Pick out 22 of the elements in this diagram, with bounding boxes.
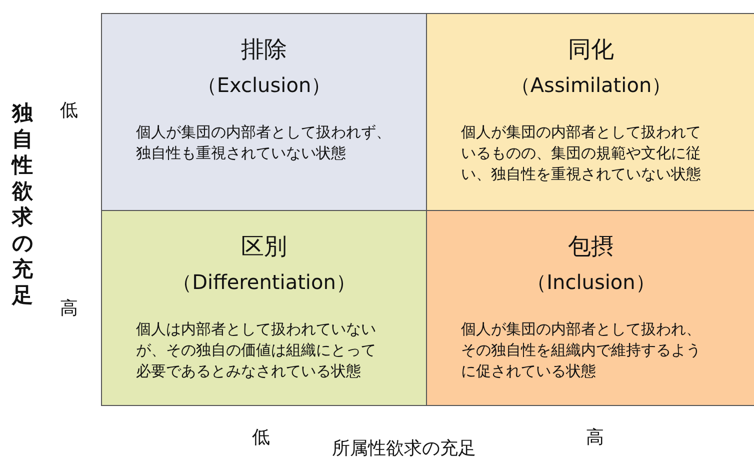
quadrant-subtitle: （Inclusion） [526,269,656,296]
quadrant-subtitle: （Assimilation） [510,72,672,99]
axis-tick-label: 低 [60,99,78,122]
quadrant-title: 排除 [241,36,287,65]
quadrant-description: 個人が集団の内部者として扱われ、その独自性を組織内で維持するように促されている状態 [461,319,702,382]
quadrant-description: 個人が集団の内部者として扱われず、独自性も重視されていない状態 [136,122,392,164]
quadrant-subtitle: （Differentiation） [172,269,356,296]
quadrant-box [426,13,754,211]
quadrant-title: 包摂 [568,233,614,262]
quadrant-box [426,210,754,406]
axis-title: 独自性欲求の充足 [12,100,34,308]
axis-title: 所属性欲求の充足 [332,437,476,460]
quadrant-title: 区別 [241,233,287,262]
quadrant-box [101,13,427,211]
quadrant-title: 同化 [568,36,614,65]
quadrant-subtitle: （Exclusion） [196,72,332,99]
axis-tick-label: 低 [252,426,270,449]
quadrant-description: 個人は内部者として扱われていないが、その独自の価値は組織にとって必要であるとみなされている状態 [136,319,377,382]
axis-tick-label: 高 [586,426,604,449]
quadrant-box [101,210,427,406]
axis-tick-label: 高 [60,297,78,320]
quadrant-description: 個人が集団の内部者として扱われているものの、集団の規範や文化に従い、独自性を重視されていない状態 [461,122,702,185]
